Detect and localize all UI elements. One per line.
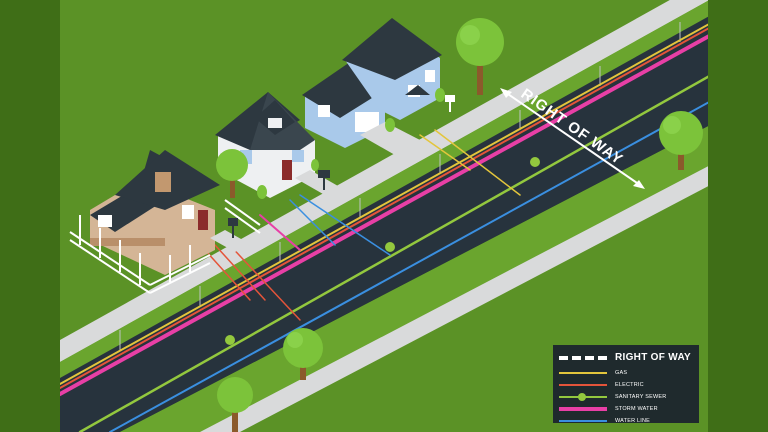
mailboxes — [228, 95, 455, 238]
legend-label: STORM WATER — [615, 406, 658, 412]
lower-sidewalk — [200, 166, 708, 432]
right-panel — [708, 0, 768, 432]
upper-sidewalk — [60, 0, 708, 362]
legend-item-storm-water: STORM WATER — [559, 403, 693, 415]
tree — [456, 18, 504, 95]
driveways — [210, 122, 420, 252]
right-of-way-arrow — [500, 88, 645, 189]
legend-item-sanitary-sewer: SANITARY SEWER — [559, 391, 693, 403]
tree — [217, 377, 253, 432]
electric-line — [60, 27, 708, 389]
legend-item-electric: ELECTRIC — [559, 379, 693, 391]
picket-fence — [69, 199, 261, 294]
legend-title: RIGHT OF WAY — [615, 351, 692, 363]
right-of-way-swatch — [559, 351, 607, 363]
sanitary-sewer-swatch — [559, 391, 607, 403]
house-tan — [90, 150, 220, 275]
utility-lines — [60, 23, 708, 432]
upper-grass-strip — [60, 0, 708, 378]
water-line — [109, 101, 708, 432]
legend-label: ELECTRIC — [615, 382, 644, 388]
gas-line — [60, 23, 708, 385]
legend: RIGHT OF WAY GAS ELECTRIC SANITARY SEWER… — [553, 345, 699, 424]
legend-label: GAS — [615, 370, 628, 376]
lower-grass-strip — [120, 126, 708, 432]
manholes — [225, 157, 540, 345]
house-blue — [302, 18, 442, 148]
left-panel — [0, 0, 60, 432]
legend-title-row: RIGHT OF WAY — [559, 349, 693, 365]
trees — [216, 18, 703, 432]
tree — [216, 149, 248, 198]
water-line-swatch — [559, 415, 607, 427]
tree — [659, 111, 703, 170]
legend-label: SANITARY SEWER — [615, 394, 667, 400]
storm-water-line — [60, 34, 708, 396]
electric-line-swatch — [559, 379, 607, 391]
legend-item-gas: GAS — [559, 367, 693, 379]
shrubs — [257, 88, 445, 199]
legend-item-water-line: WATER LINE — [559, 415, 693, 427]
gas-line-swatch — [559, 367, 607, 379]
tree — [283, 328, 323, 380]
legend-label: WATER LINE — [615, 418, 651, 424]
storm-water-swatch — [559, 403, 607, 415]
sidewalk-joints — [119, 22, 681, 350]
sanitary-sewer-line — [78, 75, 708, 432]
